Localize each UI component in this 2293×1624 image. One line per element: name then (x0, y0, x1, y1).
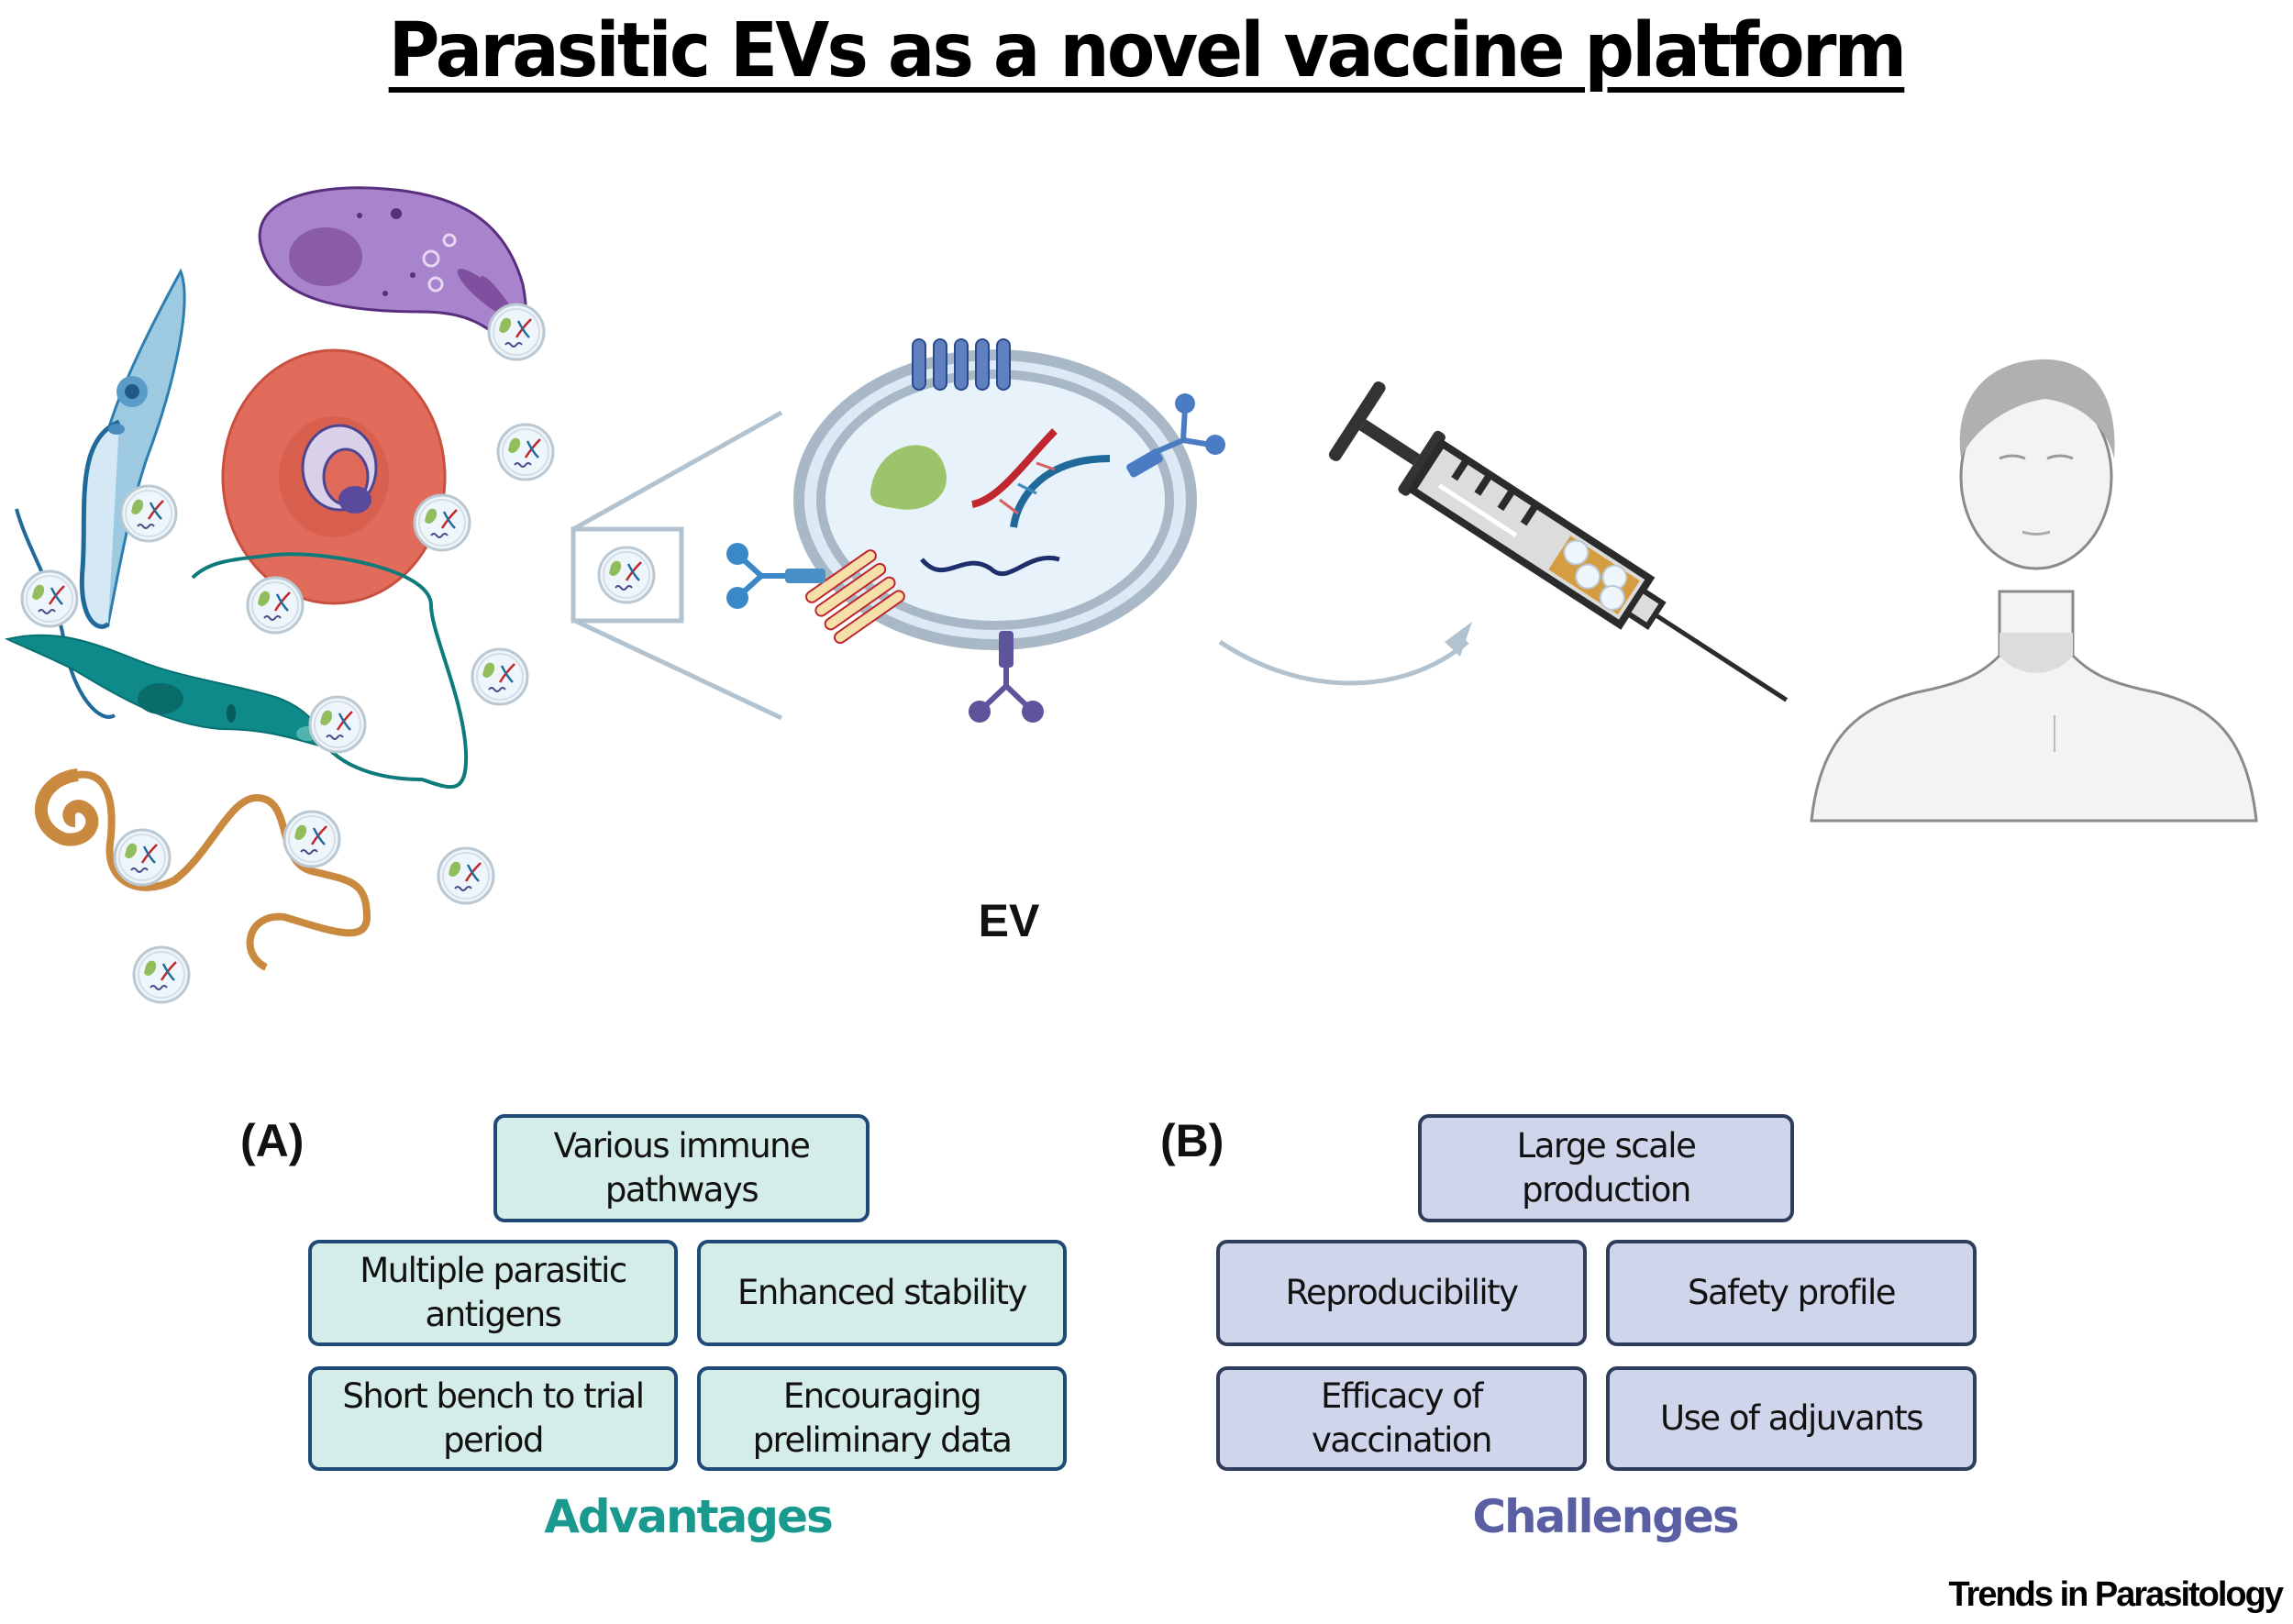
membrane-receptor-icon (805, 549, 905, 645)
protein-cargo-icon (870, 445, 947, 510)
challenge-box: Efficacy of vaccination (1216, 1366, 1587, 1471)
syringe-icon (1328, 381, 1789, 702)
dna-cargo-icon (971, 428, 1111, 528)
helminth-worm-icon (34, 768, 371, 971)
journal-footer: Trends in Parasitology (1948, 1575, 2284, 1614)
challenges-title: Challenges (1472, 1490, 1739, 1543)
panel-b-label: (B) (1160, 1115, 1224, 1166)
challenge-box: Use of adjuvants (1606, 1366, 1977, 1471)
arrow-icon (1218, 622, 1472, 686)
advantage-box: Multiple parasitic antigens (308, 1240, 678, 1346)
ev-label: EV (978, 895, 1040, 946)
trypanosome-teal-icon (4, 552, 469, 790)
antibody-left-icon (726, 543, 825, 609)
advantage-box: Various immune pathways (493, 1114, 870, 1222)
antibody-bottom-icon (969, 631, 1044, 723)
advantage-box: Encouraging preliminary data (697, 1366, 1067, 1471)
advantage-box: Short bench to trial period (308, 1366, 678, 1471)
figure-title-text: Parasitic EVs as a novel vaccine platfor… (388, 7, 1907, 94)
figure-title: Parasitic EVs as a novel vaccine platfor… (81, 7, 2213, 94)
advantages-title: Advantages (544, 1490, 834, 1543)
transmembrane-protein-icon (912, 338, 1011, 391)
challenge-box: Safety profile (1606, 1240, 1977, 1346)
challenge-box: Large scale production (1418, 1114, 1794, 1222)
advantage-box: Enhanced stability (697, 1240, 1067, 1346)
extracellular-vesicle-diagram (726, 338, 1225, 723)
human-patient-icon (1810, 359, 2258, 823)
rna-cargo-icon (920, 555, 1060, 577)
antibody-right-icon (1126, 393, 1225, 478)
panel-a-label: (A) (240, 1115, 305, 1166)
toxoplasma-purple-icon (258, 186, 527, 351)
challenge-box: Reproducibility (1216, 1240, 1587, 1346)
trypanosome-blue-icon (15, 268, 186, 719)
red-blood-cell-icon (221, 348, 447, 605)
zoom-callout (570, 410, 783, 721)
